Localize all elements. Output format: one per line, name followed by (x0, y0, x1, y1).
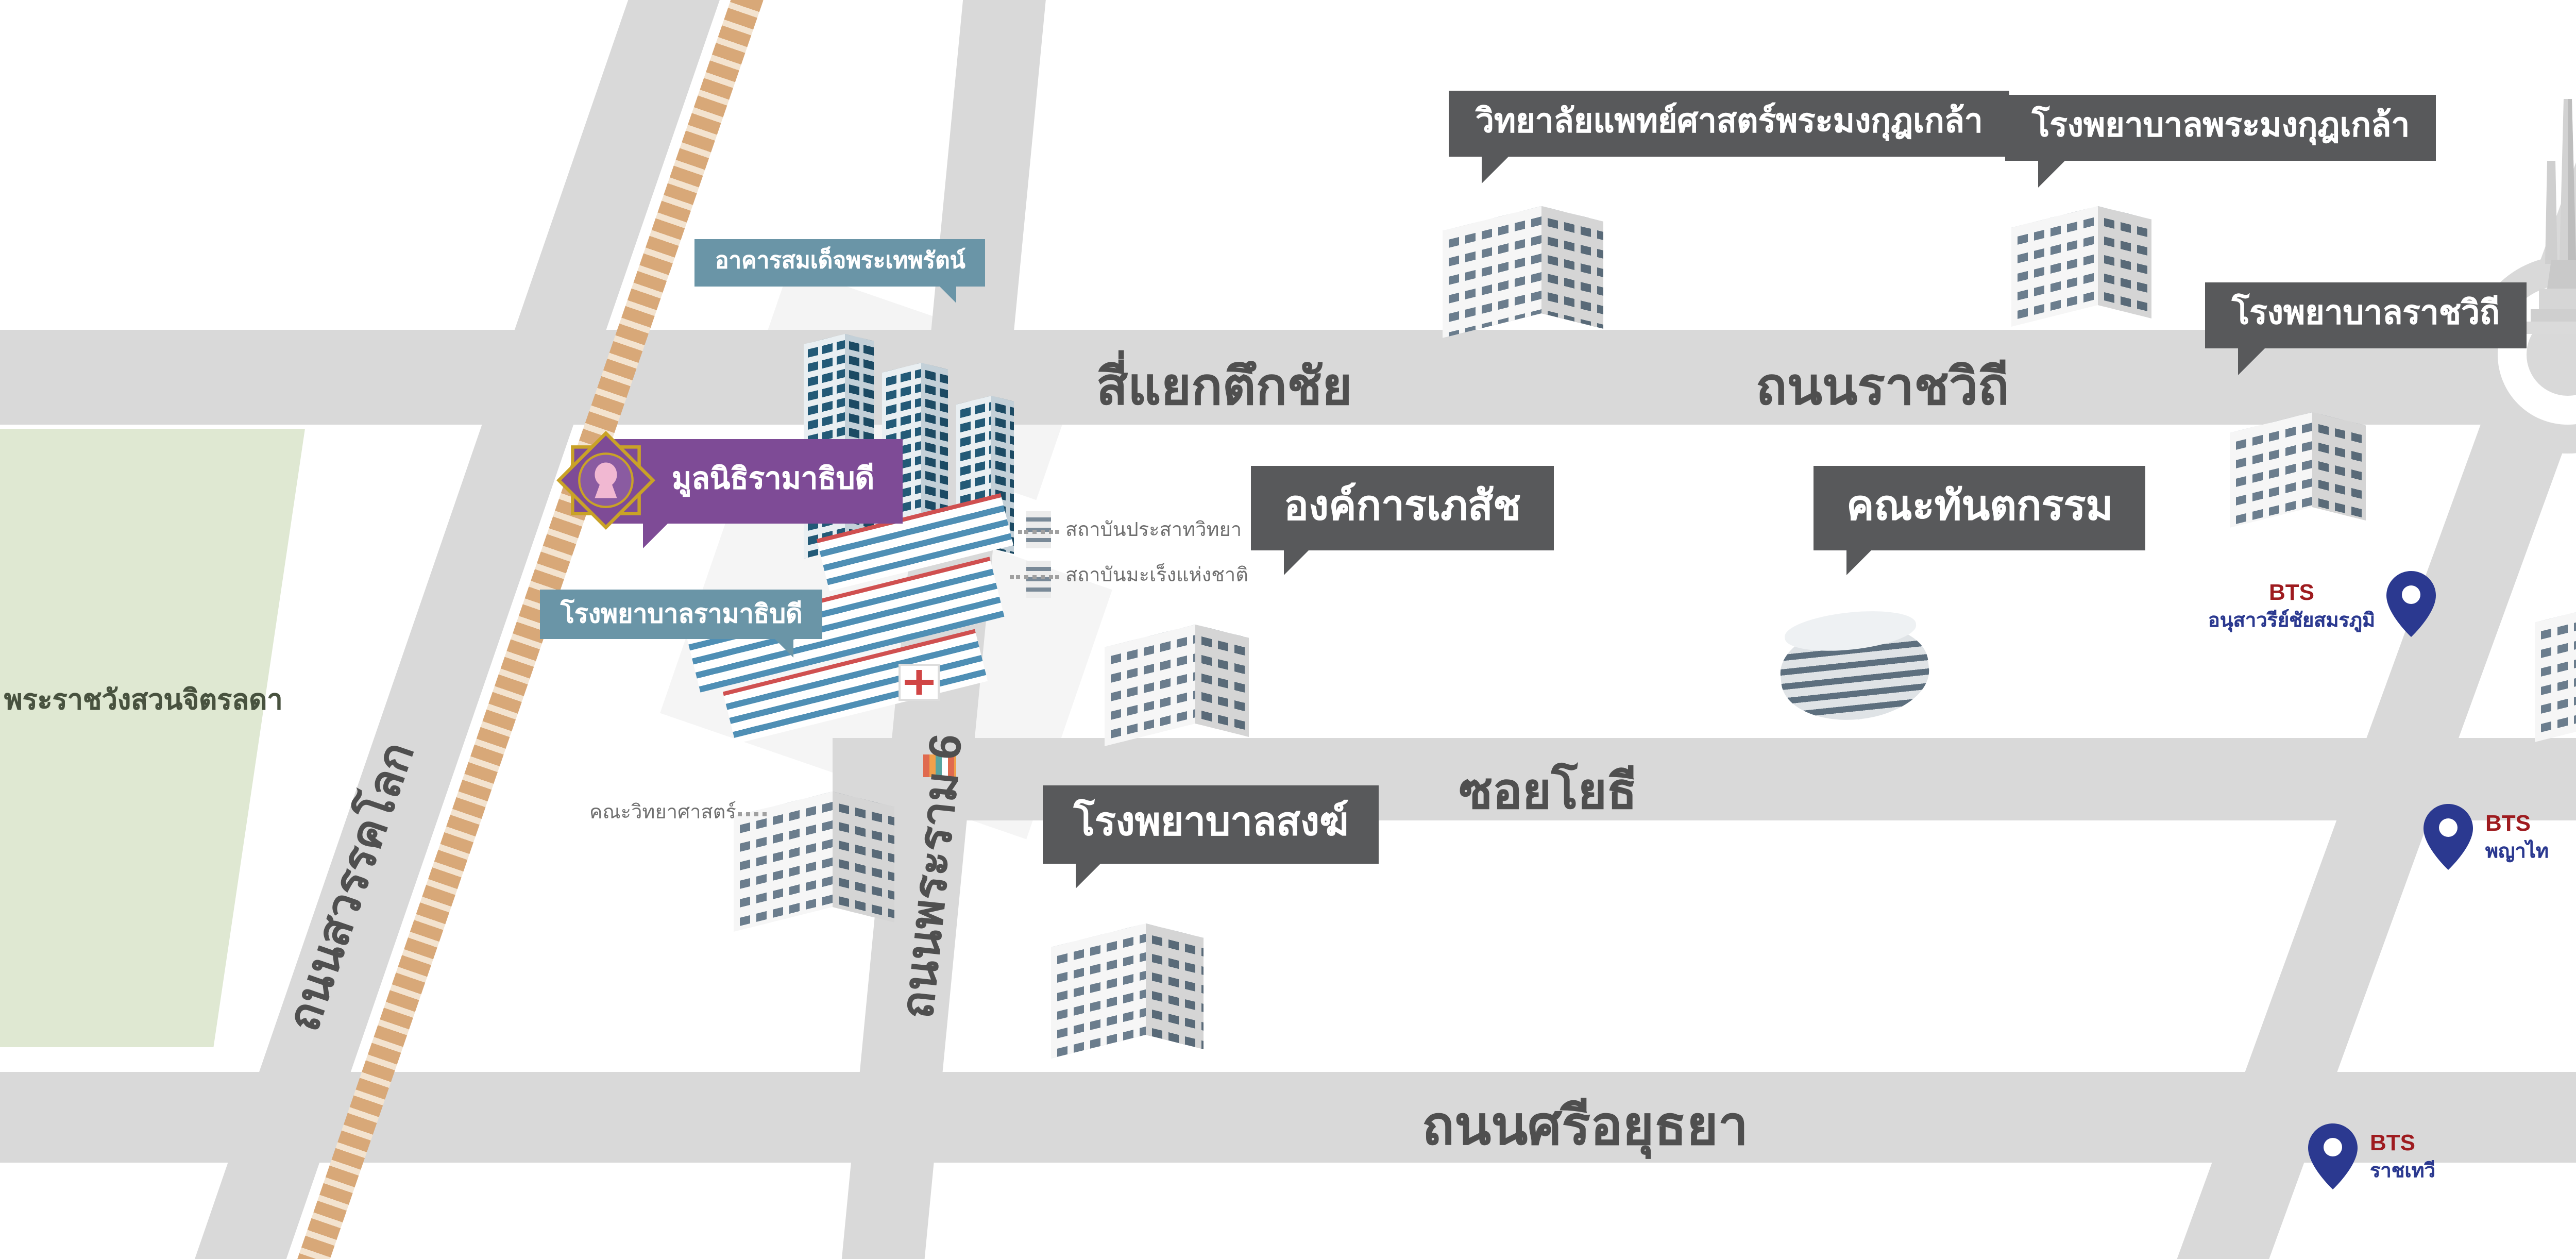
building-face (1195, 625, 1249, 737)
building-face (1146, 924, 1204, 1049)
bts-station: อนุสาวรีย์ชัยสมรภูมิ (2208, 610, 2376, 632)
tag-medical-college: วิทยาลัยแพทย์ศาสตร์พระมงกุฎเกล้า (1449, 91, 2010, 184)
tag-rajavithi-hospital: โรงพยาบาลราชวิถี (2205, 282, 2527, 376)
label-road-tuek-chai: สี่แยกตึกชัย (1096, 359, 1352, 416)
label-neuro-institute: สถาบันประสาทวิทยา (1065, 519, 1242, 542)
tag-ramathibodi-foundation-label: มูลนิธิรามาธิบดี (672, 464, 875, 497)
bts-label-phaya-thai: BTS พญาไท (2485, 812, 2549, 865)
building-medical-college (1443, 206, 1603, 350)
road-sri-ayutthaya (0, 1072, 2576, 1163)
building-face (2535, 594, 2576, 742)
bts-brand: BTS (2370, 1132, 2415, 1156)
building-gpo (1105, 625, 1249, 757)
tag-ramathibodi-hospital: โรงพยาบาลรามาธิบดี (540, 590, 823, 659)
leader-line (1018, 530, 1059, 534)
road-ratchawithi (0, 330, 2576, 425)
building-rajavithi-hospital (2230, 412, 2366, 540)
park-chitralada (0, 429, 305, 1047)
leader-line (1010, 575, 1059, 579)
bts-station: ราชเทวี (2370, 1160, 2435, 1183)
bts-label-ratchathewi: BTS ราชเทวี (2370, 1132, 2435, 1185)
building-face (1443, 206, 1541, 338)
tag-debaratana-building: อาคารสมเด็จพระเทพรัตน์ (694, 239, 986, 303)
label-road-ratchawithi: ถนนราชวิถี (1756, 359, 2009, 416)
building-face (2230, 412, 2312, 528)
label-road-yothi: ซอยโยธี (1459, 765, 1637, 820)
building-face (833, 792, 894, 922)
leader-line (738, 812, 767, 816)
building-face (1051, 924, 1146, 1059)
foundation-star-emblem-icon (556, 431, 655, 531)
tag-ramathibodi-foundation: มูลนิธิรามาธิบดี (556, 431, 904, 547)
building-cancer-institute (1026, 561, 1051, 598)
building-priest-hospital (1051, 924, 1204, 1072)
label-science-faculty: คณะวิทยาศาสตร์ (589, 802, 736, 825)
tag-dental-faculty: คณะทันตกรรม (1814, 466, 2146, 576)
bts-station: พญาไท (2485, 841, 2549, 863)
building-century-mall (2535, 594, 2576, 754)
tag-priest-hospital: โรงพยาบาลสงฆ์ (1043, 785, 1380, 888)
building-dental-faculty (1776, 617, 1934, 727)
label-cancer-institute: สถาบันมะเร็งแห่งชาติ (1065, 565, 1248, 587)
building-face (2011, 206, 2098, 327)
label-road-sri-ayutthaya: ถนนศรีอยุธยา (1422, 1095, 1749, 1156)
bts-pin-ratchathewi-icon (2308, 1123, 2358, 1189)
building-face (1105, 625, 1195, 746)
red-cross-icon (899, 664, 940, 701)
bts-brand: BTS (2269, 581, 2314, 606)
building-face (1541, 206, 1603, 329)
tag-gpo: องค์การเภสัช (1251, 466, 1554, 576)
building-face (2312, 412, 2366, 521)
kiosk-shops (923, 754, 956, 777)
tag-phramongkutklao-hospital: โรงพยาบาลพระมงกุฎเกล้า (2005, 95, 2437, 189)
building-face (2098, 206, 2151, 318)
building-phramongkutklao-hospital (2011, 206, 2151, 338)
victory-monument-icon (2522, 99, 2576, 334)
bts-label-victory-monument: BTS อนุสาวรีย์ชัยสมรภูมิ (2189, 581, 2395, 634)
bts-brand: BTS (2485, 812, 2531, 837)
label-park: พระราชวังสวนจิตรลดา (4, 684, 283, 715)
bts-pin-phaya-thai-icon (2424, 804, 2473, 870)
bts-pin-victory-monument-icon (2386, 571, 2436, 637)
